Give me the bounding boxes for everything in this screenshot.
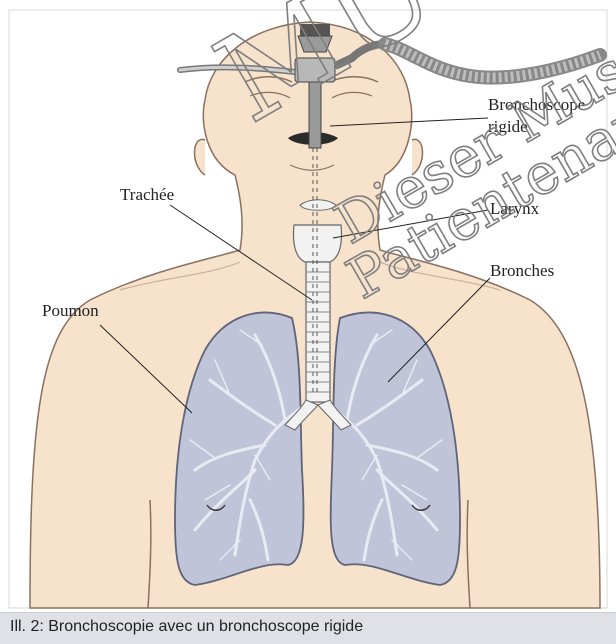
figure-caption: Ill. 2: Bronchoscopie avec un bronchosco… [10, 618, 363, 636]
label-lung: Poumon [42, 301, 99, 320]
label-bronchi: Bronches [490, 261, 554, 280]
caption-bar: Ill. 2: Bronchoscopie avec un bronchosco… [0, 612, 616, 644]
label-trachea: Trachée [120, 185, 174, 204]
